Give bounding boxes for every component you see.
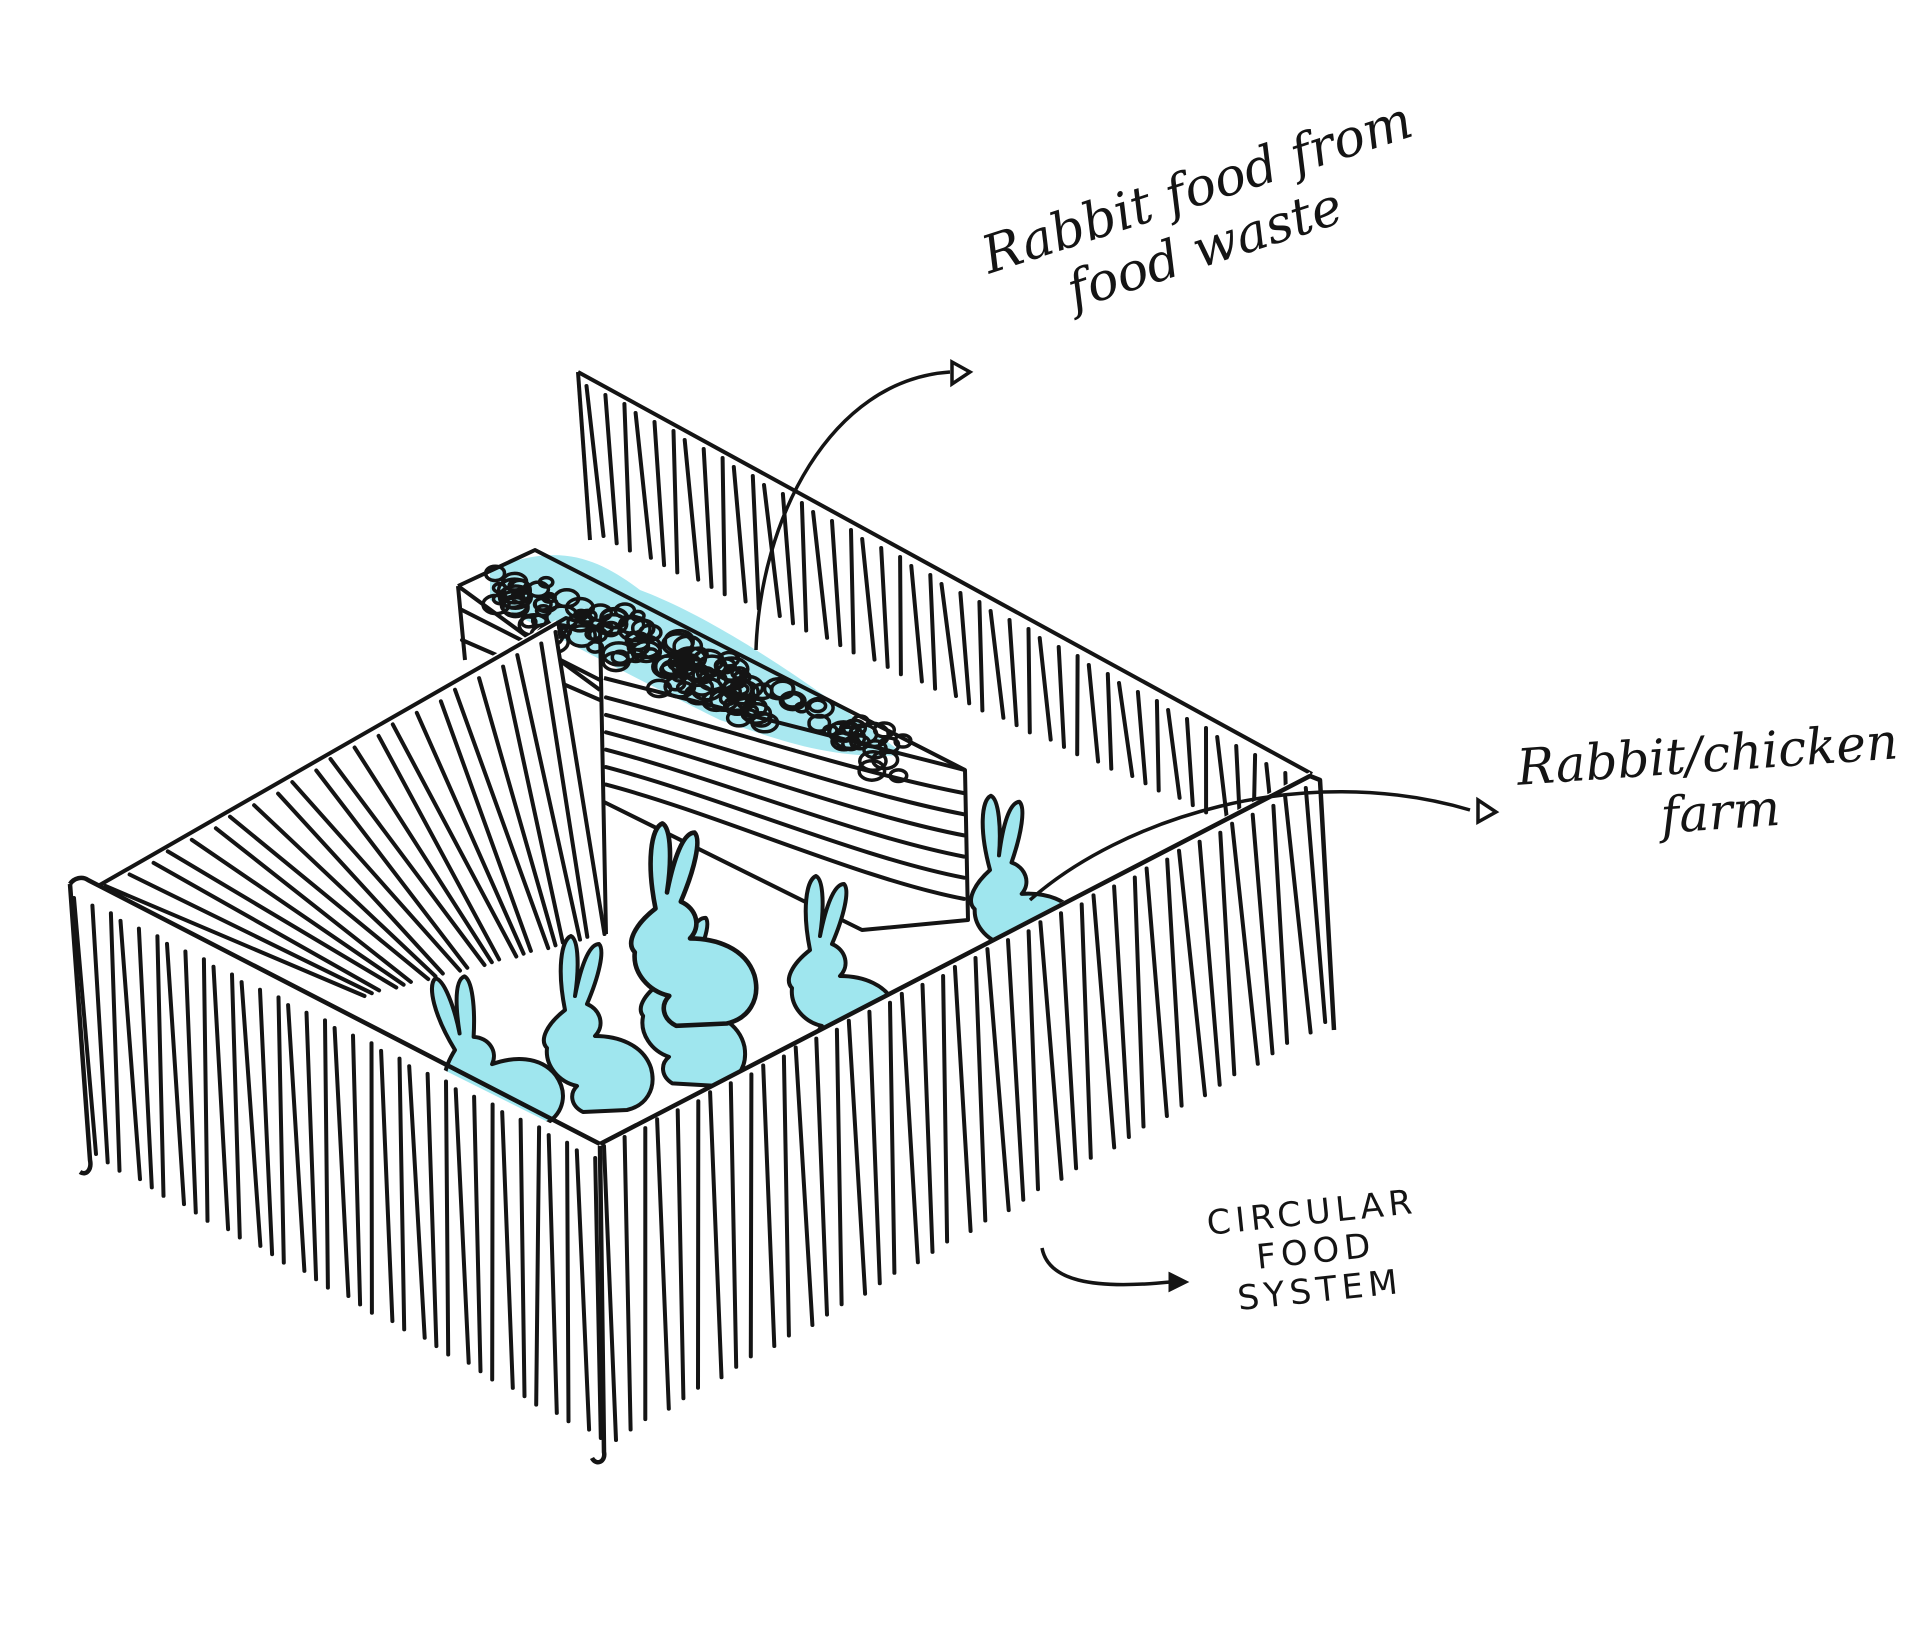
front-left-wall: [67, 875, 605, 1448]
leader-farm: [1028, 789, 1500, 902]
triangle-arrow-icon: [950, 359, 974, 388]
triangle-arrow-icon: [1168, 1271, 1190, 1293]
back-left-wall: [92, 616, 608, 1000]
triangle-arrow-icon: [1476, 796, 1500, 825]
front-right-wall: [589, 772, 1337, 1465]
label-circular-food-system: CIRCULAR FOOD SYSTEM: [1205, 1182, 1427, 1322]
leader-system: [1040, 1247, 1190, 1293]
leader-rabbit-food: [754, 359, 974, 651]
